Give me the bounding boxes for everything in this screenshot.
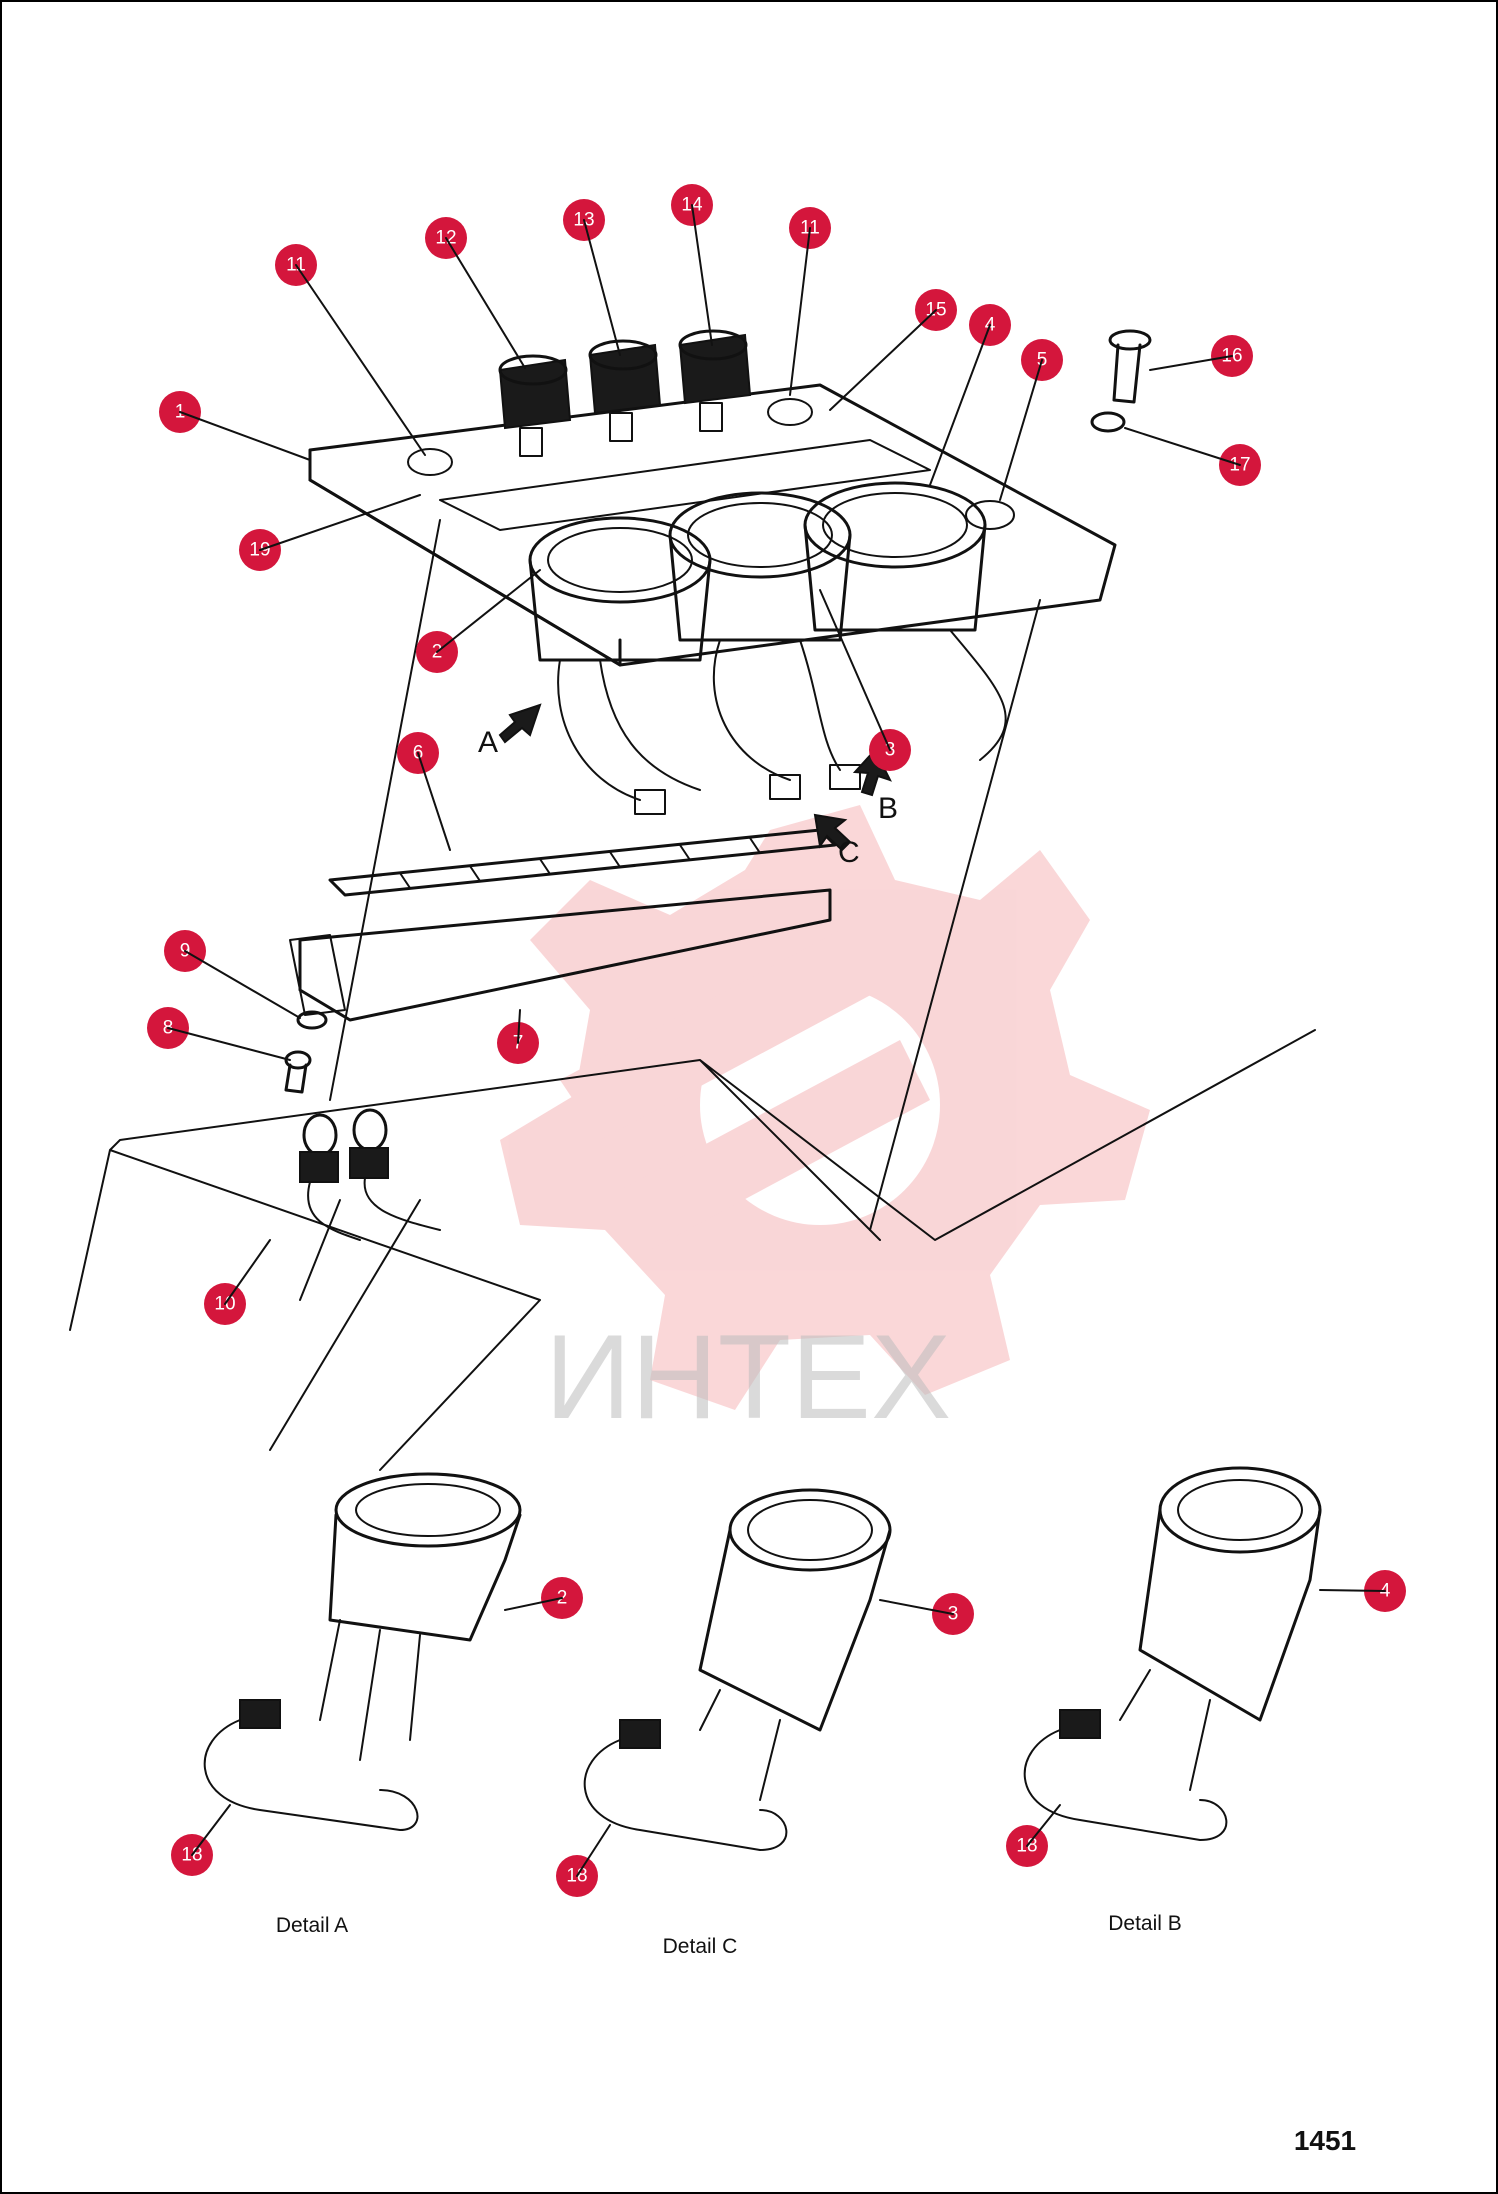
panel-hole <box>965 500 1015 530</box>
detail-a-caption: Detail A <box>276 1914 348 1937</box>
gauge-4 <box>803 481 987 632</box>
panel-hole <box>767 398 813 426</box>
view-arrow-b: B <box>852 748 898 825</box>
panel-hole <box>407 448 453 476</box>
page-number: 1451 <box>1294 2125 1356 2156</box>
connector <box>829 764 861 790</box>
watermark-gear-hole <box>700 985 940 1225</box>
view-label-a: A <box>478 726 498 759</box>
detail-b-drawing: Detail B <box>1023 1466 1322 1935</box>
knob-13 <box>588 339 662 442</box>
view-arrow-c: C <box>813 813 860 869</box>
panel-slot <box>439 439 931 531</box>
screw-16 <box>1108 329 1152 404</box>
watermark-text: ИНТЕХ <box>545 1310 951 1444</box>
panel-plate-front-edge <box>308 478 622 667</box>
connector <box>634 789 666 815</box>
wiring <box>557 629 1007 801</box>
detail-a-drawing: Detail A <box>203 1472 522 1937</box>
bulb-holders-10 <box>299 1108 441 1241</box>
watermark-slash <box>560 930 880 1140</box>
connector <box>769 774 801 800</box>
bracket-7 <box>298 888 832 1022</box>
detail-c-caption: Detail C <box>663 1935 738 1958</box>
knob-12 <box>498 354 572 457</box>
washer-17 <box>1090 411 1126 433</box>
bracket-7-tab <box>289 934 346 1016</box>
view-label-c: C <box>838 836 860 869</box>
view-arrow-a: A <box>478 703 542 759</box>
projection-line <box>269 519 1041 1451</box>
detail-c-drawing: Detail C <box>583 1488 892 1958</box>
knob-14 <box>678 329 752 432</box>
warning-strip-6 <box>328 828 837 897</box>
gauge-2 <box>528 516 712 662</box>
screw-8 <box>284 1050 312 1094</box>
instrument-panel-drawing <box>69 329 1316 1471</box>
leader-lines <box>167 204 1386 1877</box>
view-label-b: B <box>878 792 898 825</box>
watermark-slash <box>620 1040 930 1250</box>
panel-plate <box>308 383 1117 667</box>
detail-b-caption: Detail B <box>1108 1912 1182 1935</box>
gauge-3 <box>668 491 852 642</box>
warning-strip-cells <box>399 837 761 889</box>
washer-9 <box>296 1010 328 1030</box>
